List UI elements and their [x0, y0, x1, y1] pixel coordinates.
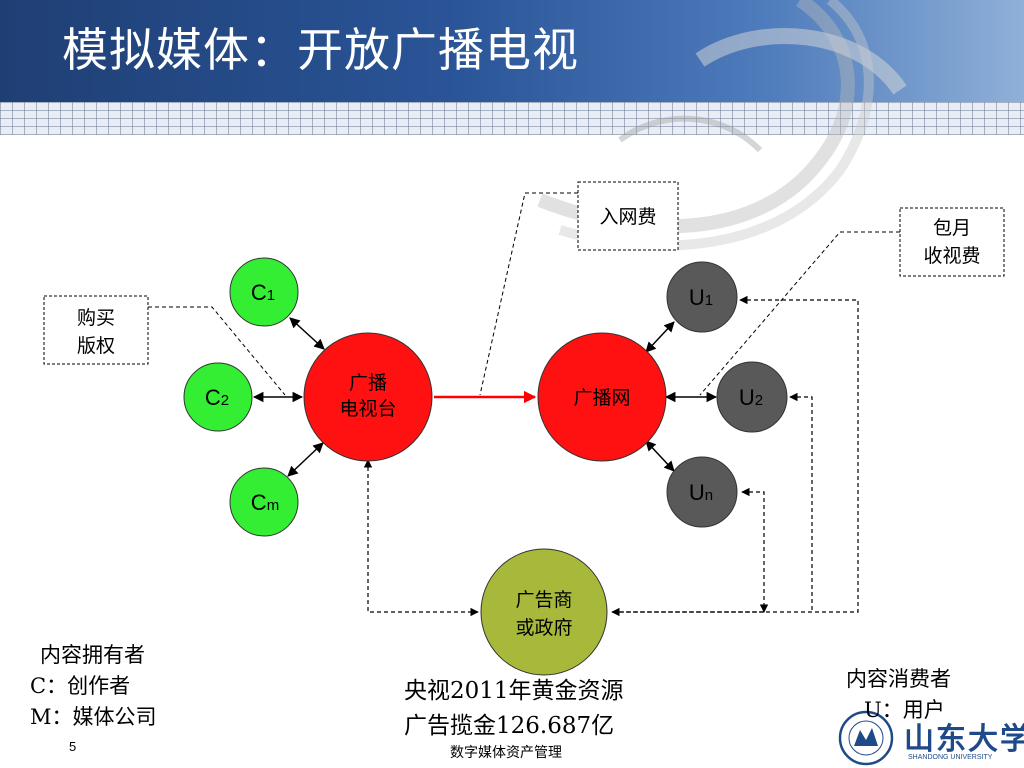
label-c2: C2 — [205, 385, 229, 410]
node-u1 — [666, 261, 738, 333]
callout-monthly-fee-line2: 收视费 — [923, 245, 980, 267]
leader-access-fee — [479, 192, 578, 396]
label-c1: C1 — [251, 280, 275, 305]
ad-note-line1: 央视2011年黄金资源 — [404, 678, 624, 704]
consumer-legend: 内容消费者 U：用户 — [846, 664, 951, 726]
owner-m-line: M：媒体公司 — [30, 705, 157, 729]
consumer-title: 内容消费者 — [846, 667, 951, 691]
consumer-u-line: U：用户 — [864, 698, 945, 722]
node-c2 — [183, 362, 253, 432]
callout-buy-copyright — [43, 295, 149, 365]
leader-buy-copyright — [148, 306, 286, 396]
edge-station-advertiser — [363, 459, 479, 617]
node-un — [666, 456, 738, 528]
edge-c1-station — [289, 317, 325, 350]
header-grid-band — [0, 102, 1024, 135]
page-number: 5 — [69, 739, 77, 754]
callout-buy-copyright-line2: 版权 — [77, 335, 115, 357]
callout-monthly-fee-line1: 包月 — [933, 217, 971, 239]
owner-legend: 内容拥有者 C：创作者 M：媒体公司 — [30, 640, 157, 733]
label-cm: Cm — [251, 490, 279, 515]
edge-u1-advertiser — [610, 295, 859, 613]
slide-title: 模拟媒体：开放广播电视 — [62, 23, 579, 77]
owner-title: 内容拥有者 — [40, 643, 145, 667]
owner-c-line: C：创作者 — [30, 674, 131, 698]
callout-access-fee-text: 入网费 — [599, 206, 656, 228]
edge-cm-station — [287, 442, 324, 477]
label-advertiser-line2: 或政府 — [515, 617, 572, 639]
node-c1 — [229, 257, 299, 327]
footer-text: 数字媒体资产管理 — [450, 745, 562, 761]
callout-monthly-fee — [899, 207, 1005, 277]
label-u2: U2 — [739, 385, 763, 410]
label-un: Un — [689, 480, 713, 505]
node-cm — [229, 467, 299, 537]
university-emblem — [838, 710, 894, 766]
logo-wordmark: 山东大学 — [904, 722, 1024, 757]
node-u2 — [716, 361, 788, 433]
label-advertiser-line1: 广告商 — [515, 589, 572, 611]
callout-access-fee — [577, 181, 679, 251]
logo-english: SHANDONG UNIVERSITY — [908, 754, 993, 761]
label-station-line2: 电视台 — [339, 398, 396, 420]
ad-note-line2: 广告揽金126.687亿 — [404, 713, 615, 739]
node-advertiser — [480, 548, 608, 676]
leader-monthly-fee — [699, 231, 900, 396]
node-station — [303, 332, 433, 462]
label-station-line1: 广播 — [349, 372, 387, 394]
callout-buy-copyright-line1: 购买 — [77, 307, 115, 329]
edge-u2-advertiser — [789, 392, 813, 612]
label-network: 广播网 — [573, 387, 630, 409]
edge-un-advertiser — [741, 487, 769, 613]
label-u1: U1 — [689, 285, 713, 310]
node-network — [537, 332, 667, 462]
edge-network-u1 — [645, 321, 675, 353]
edge-network-un — [645, 440, 675, 472]
ad-revenue-note: 央视2011年黄金资源 广告揽金126.687亿 — [404, 674, 624, 744]
